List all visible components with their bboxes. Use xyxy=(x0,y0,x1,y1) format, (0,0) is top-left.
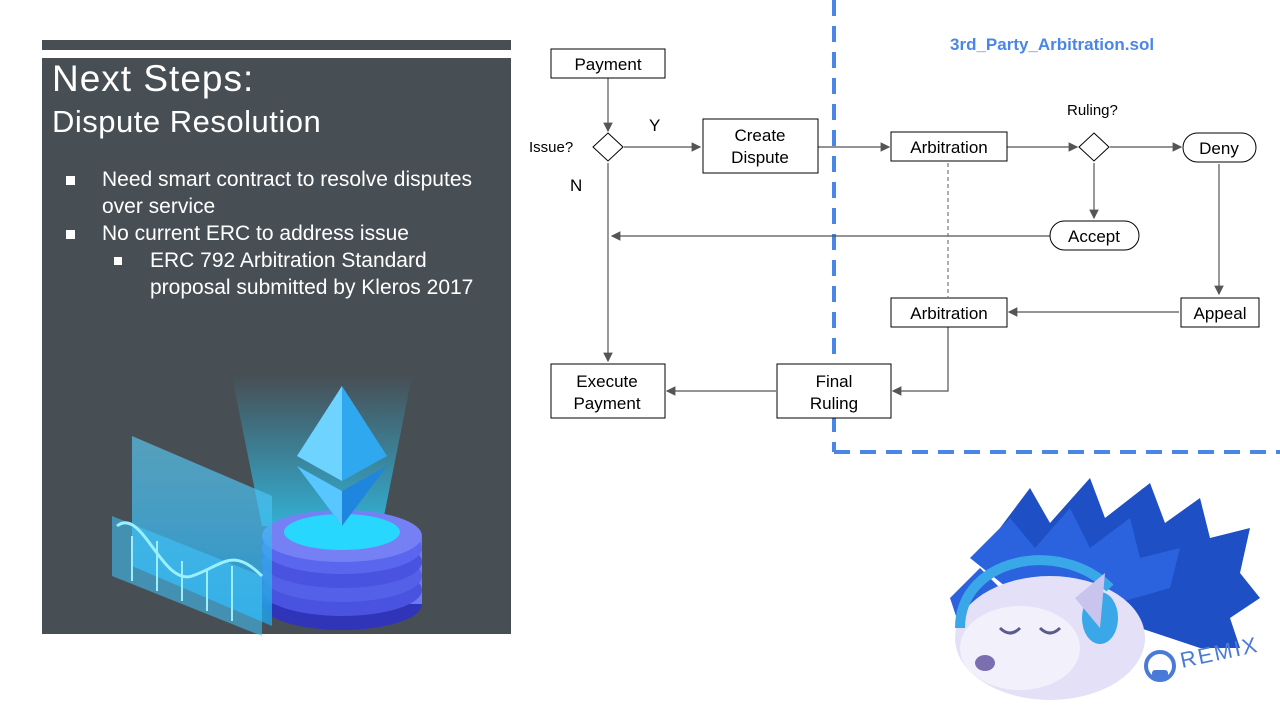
bullet-list: Need smart contract to resolve disputes … xyxy=(62,166,502,301)
node-deny xyxy=(1182,132,1257,163)
node-payment-label: Payment xyxy=(574,55,641,74)
contract-file-label: 3rd_Party_Arbitration.sol xyxy=(950,35,1154,54)
bullet-item: No current ERC to address issue xyxy=(62,220,502,247)
node-arbitration-top xyxy=(890,131,1008,162)
decision-issue xyxy=(592,132,624,162)
decision-issue-label: Issue? xyxy=(529,139,573,156)
node-arbitration-bottom-label: Arbitration xyxy=(910,304,987,323)
bullet-text: No current ERC to address issue xyxy=(102,222,409,245)
bullet-square-icon xyxy=(66,230,75,239)
sub-bullet-item: ERC 792 Arbitration Standard proposal su… xyxy=(62,247,502,301)
bullet-text: Need smart contract to resolve disputes … xyxy=(102,168,473,218)
node-arbitration-bottom xyxy=(890,297,1008,328)
node-accept xyxy=(1049,220,1140,251)
node-final-ruling-label-line1: Final xyxy=(816,372,853,391)
edge-yes-label: Y xyxy=(649,116,660,135)
node-final-ruling-label-line2: Ruling xyxy=(810,394,858,413)
remix-logo-icon xyxy=(1144,650,1176,682)
decision-ruling xyxy=(1078,132,1110,162)
ethereum-coin-stack-illustration xyxy=(112,376,422,636)
bullet-square-icon xyxy=(114,257,122,265)
decision-ruling-label: Ruling? xyxy=(1067,102,1118,119)
remix-hedgehog-mascot: REMIX xyxy=(950,478,1260,700)
bullet-square-icon xyxy=(66,176,75,185)
node-create-dispute-label-line1: Create xyxy=(734,126,785,145)
node-final-ruling xyxy=(776,363,892,419)
node-create-dispute xyxy=(702,118,819,174)
node-appeal xyxy=(1180,297,1260,328)
node-appeal-label: Appeal xyxy=(1194,304,1247,323)
node-payment xyxy=(550,48,666,79)
node-accept-label: Accept xyxy=(1068,227,1120,246)
edge-arbitration-to-final-ruling xyxy=(891,327,949,396)
node-execute-payment-label-line2: Payment xyxy=(573,394,640,413)
edge-no-label: N xyxy=(570,176,582,195)
content-panel: Next Steps: Dispute Resolution Need smar… xyxy=(42,58,511,636)
node-arbitration-top-label: Arbitration xyxy=(910,138,987,157)
slide-title: Next Steps: xyxy=(52,58,255,99)
bullet-item: Need smart contract to resolve disputes … xyxy=(62,166,502,220)
sub-bullet-text: ERC 792 Arbitration Standard proposal su… xyxy=(150,249,474,299)
title-top-bar xyxy=(42,40,511,50)
node-create-dispute-label-line2: Dispute xyxy=(731,148,789,167)
node-deny-label: Deny xyxy=(1199,139,1239,158)
node-execute-payment xyxy=(550,363,666,419)
slide-subtitle: Dispute Resolution xyxy=(52,104,322,139)
node-execute-payment-label-line1: Execute xyxy=(576,372,637,391)
